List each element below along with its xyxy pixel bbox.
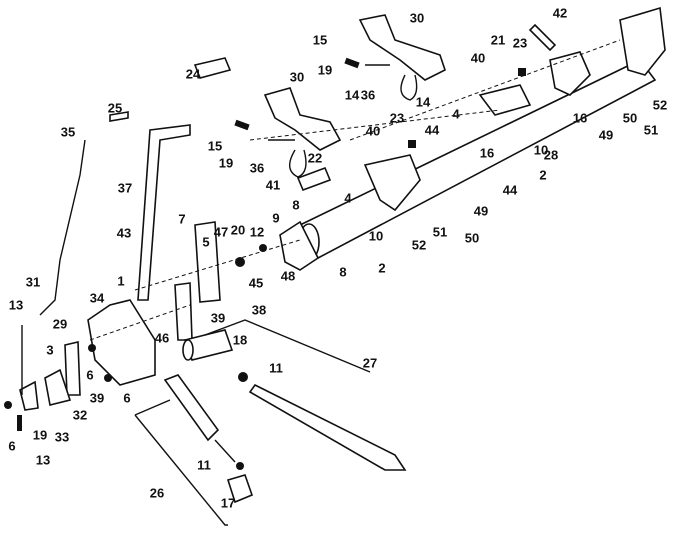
callout-16: 16 — [572, 110, 588, 126]
callout-13: 13 — [8, 297, 24, 313]
callout-39: 39 — [89, 390, 105, 406]
callout-5: 5 — [202, 234, 210, 250]
callout-27: 27 — [362, 355, 378, 371]
callout-12: 12 — [249, 224, 265, 240]
callout-8: 8 — [339, 264, 347, 280]
callout-39: 39 — [210, 310, 226, 326]
callout-30: 30 — [409, 10, 425, 26]
callout-10: 10 — [533, 142, 549, 158]
callout-36: 36 — [249, 160, 265, 176]
callout-4: 4 — [452, 106, 460, 122]
callout-6: 6 — [123, 390, 131, 406]
callout-51: 51 — [643, 122, 659, 138]
callout-19: 19 — [317, 62, 333, 78]
bracket-left — [363, 154, 421, 212]
main-tube-28 — [279, 6, 666, 271]
callout-34: 34 — [89, 290, 105, 306]
callout-24: 24 — [185, 66, 201, 82]
lift-arm-lower — [263, 87, 342, 151]
plate-39-upper — [174, 282, 193, 341]
callout-26: 26 — [149, 485, 165, 501]
callout-38: 38 — [251, 302, 267, 318]
callout-52: 52 — [411, 237, 427, 253]
callout-52: 52 — [652, 97, 668, 113]
callout-49: 49 — [473, 203, 489, 219]
pad-24 — [193, 57, 232, 79]
callout-51: 51 — [432, 224, 448, 240]
callout-11: 11 — [269, 360, 283, 376]
bracket-mid — [478, 84, 532, 116]
lever-37 — [137, 124, 191, 301]
callout-16: 16 — [479, 145, 495, 161]
callout-15: 15 — [207, 138, 223, 154]
callout-43: 43 — [116, 225, 132, 241]
callout-30: 30 — [289, 69, 305, 85]
callout-50: 50 — [622, 110, 638, 126]
callout-25: 25 — [107, 100, 123, 116]
callout-44: 44 — [424, 122, 440, 138]
callout-4: 4 — [344, 190, 352, 206]
lift-arm-upper — [358, 14, 446, 81]
callout-35: 35 — [60, 124, 76, 140]
callout-32: 32 — [72, 407, 88, 423]
bracket-right — [549, 51, 591, 96]
quadrant-34 — [87, 299, 156, 386]
callout-28: 28 — [543, 147, 559, 163]
callout-2: 2 — [539, 167, 547, 183]
callout-19: 19 — [218, 155, 234, 171]
callout-8: 8 — [292, 197, 300, 213]
callout-17: 17 — [220, 495, 236, 511]
yoke-26 — [163, 374, 220, 442]
callout-22: 22 — [307, 150, 323, 166]
callout-47: 47 — [213, 224, 229, 240]
plate-38 — [194, 221, 221, 303]
rod-27 — [248, 383, 407, 471]
callout-29: 29 — [52, 316, 68, 332]
callout-9: 9 — [272, 210, 280, 226]
bracket-33 — [19, 380, 39, 411]
rod-35 — [39, 139, 86, 316]
callout-50: 50 — [464, 230, 480, 246]
callout-36: 36 — [360, 87, 376, 103]
callout-20: 20 — [230, 222, 246, 238]
callout-42: 42 — [552, 5, 568, 21]
callout-3: 3 — [46, 342, 54, 358]
callout-7: 7 — [178, 211, 186, 227]
callout-6: 6 — [86, 367, 94, 383]
callout-44: 44 — [502, 182, 518, 198]
callout-49: 49 — [598, 127, 614, 143]
callout-23: 23 — [512, 35, 528, 51]
callout-21: 21 — [490, 32, 506, 48]
callout-2: 2 — [378, 260, 386, 276]
callout-33: 33 — [54, 429, 70, 445]
callout-10: 10 — [368, 228, 384, 244]
plate-39-lower — [64, 341, 81, 396]
callout-41: 41 — [265, 177, 281, 193]
callout-19: 19 — [32, 427, 48, 443]
pin-42 — [528, 23, 557, 52]
callout-45: 45 — [248, 275, 264, 291]
callout-31: 31 — [25, 274, 41, 290]
callout-13: 13 — [35, 452, 51, 468]
bracket-32 — [44, 368, 72, 406]
callout-23: 23 — [389, 110, 405, 126]
callout-1: 1 — [117, 273, 125, 289]
callout-14: 14 — [344, 87, 360, 103]
callout-11: 11 — [197, 457, 211, 473]
callout-48: 48 — [280, 268, 296, 284]
callout-15: 15 — [312, 32, 328, 48]
callout-40: 40 — [470, 50, 486, 66]
clevis-17 — [226, 474, 254, 504]
callout-46: 46 — [154, 330, 170, 346]
callout-37: 37 — [117, 180, 133, 196]
callout-18: 18 — [232, 332, 248, 348]
callout-14: 14 — [415, 94, 431, 110]
pin-41 — [296, 166, 332, 192]
callout-40: 40 — [365, 123, 381, 139]
callout-6: 6 — [8, 438, 16, 454]
